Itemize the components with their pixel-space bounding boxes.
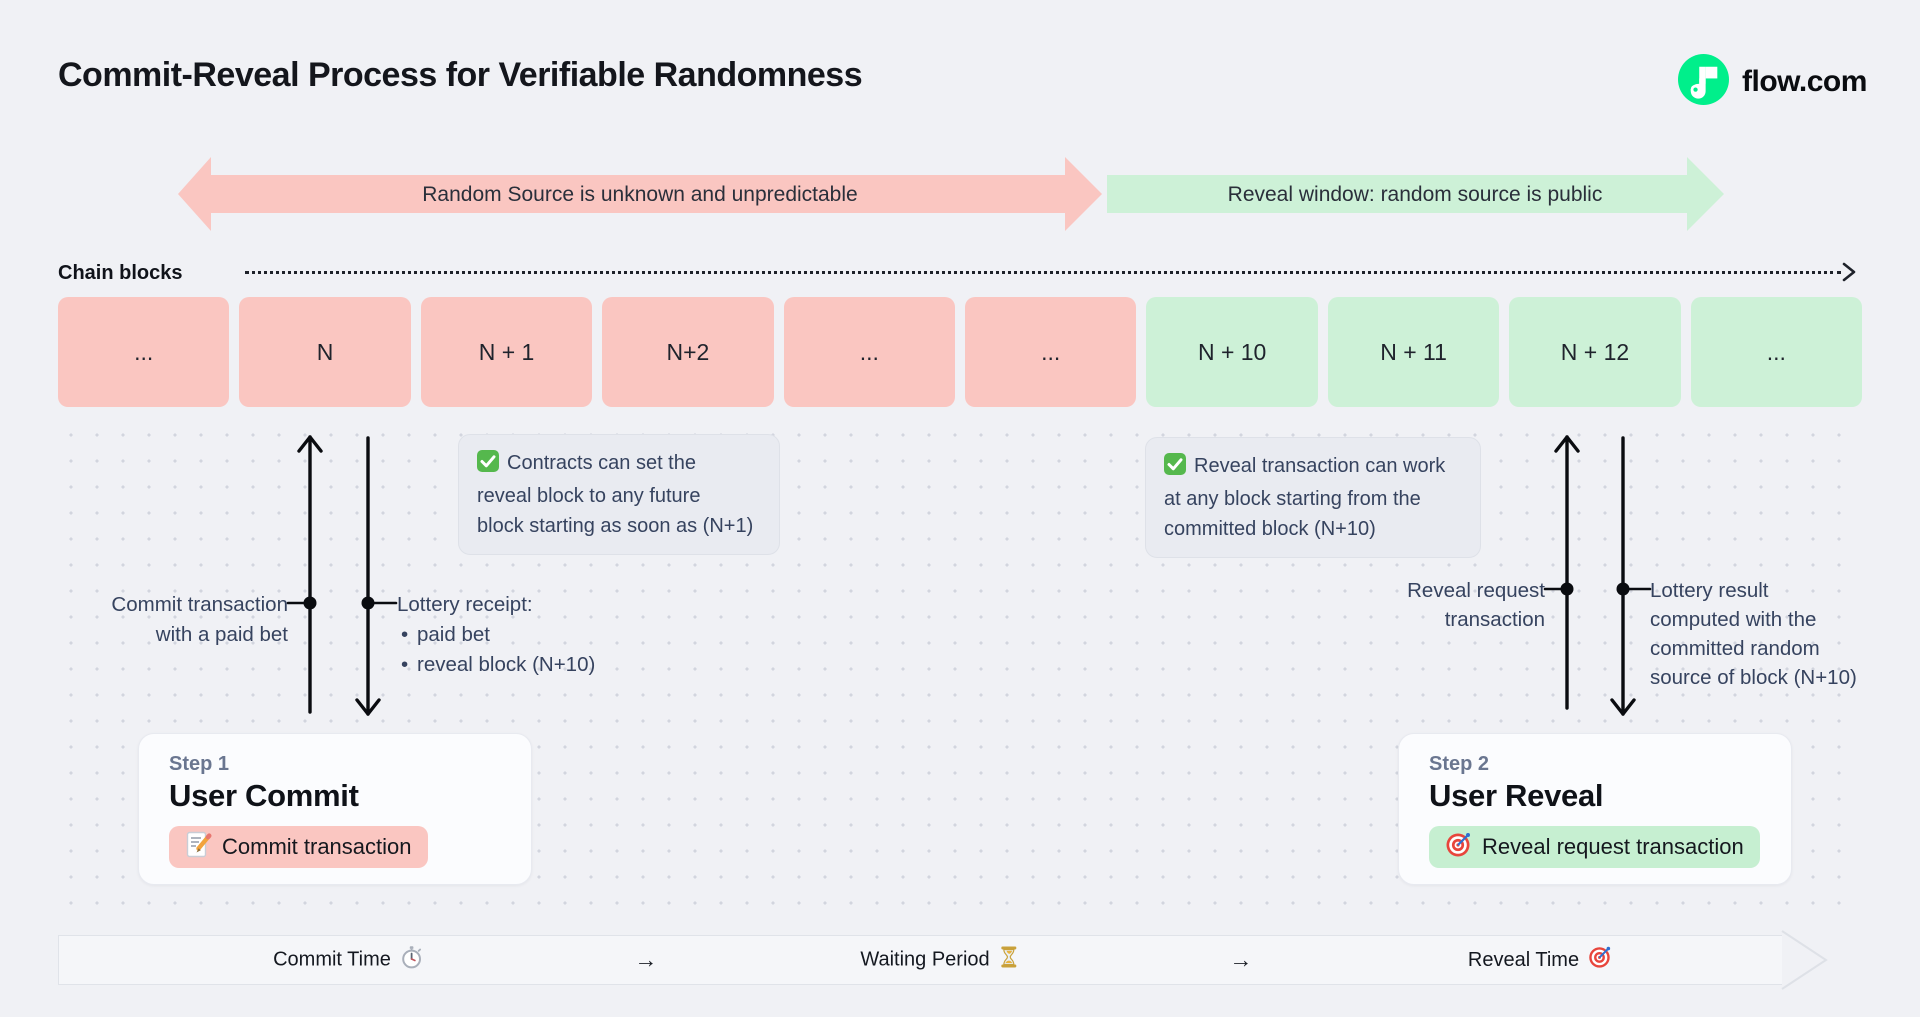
annotation-reveal-request: Reveal request transaction xyxy=(1407,576,1545,634)
block-label: N + 11 xyxy=(1380,338,1447,365)
arrow-right-icon: → xyxy=(634,946,658,973)
annotation-title: Lottery receipt: xyxy=(397,593,533,616)
bullet-item: reveal block (N+10) xyxy=(397,650,595,680)
block-label: N + 12 xyxy=(1560,338,1630,365)
check-icon xyxy=(1164,453,1186,484)
block-label: N + 10 xyxy=(1197,338,1267,365)
step-badge-label: Reveal request transaction xyxy=(1482,834,1744,859)
timeline-bar-chevron-icon xyxy=(1781,930,1828,990)
arrow-right-icon: → xyxy=(1229,946,1253,973)
step-badge-commit: Commit transaction xyxy=(169,826,428,868)
page-title: Commit-Reveal Process for Verifiable Ran… xyxy=(58,56,863,94)
block-label: ... xyxy=(1041,338,1061,365)
timeline-arrow: → xyxy=(635,947,658,974)
block-label: ... xyxy=(134,338,154,365)
step-card-commit: Step 1 User Commit Commit transaction xyxy=(138,733,532,885)
chain-block: N + 12 xyxy=(1509,297,1681,407)
annotation-commit-tx: Commit transaction with a paid bet xyxy=(111,590,288,650)
chain-blocks-label: Chain blocks xyxy=(58,262,183,284)
block-label: ... xyxy=(1766,338,1786,365)
timeline-item-waiting-period: Waiting Period xyxy=(860,946,1019,975)
chain-block: ... xyxy=(965,297,1137,407)
annotation-line: computed with the xyxy=(1650,608,1817,631)
hourglass-icon xyxy=(999,946,1020,975)
timeline-label: Commit Time xyxy=(273,948,391,971)
step-title: User Reveal xyxy=(1429,778,1604,813)
block-label: N xyxy=(316,338,334,365)
annotation-line: Lottery result xyxy=(1650,579,1769,602)
chain-block: N xyxy=(239,297,411,407)
phase-arrow-unknown xyxy=(178,157,1102,231)
flow-logo-icon xyxy=(1678,54,1729,110)
block-label: N + 1 xyxy=(478,338,535,365)
annotation-line: committed random xyxy=(1650,637,1820,660)
annotation-line: Reveal request xyxy=(1407,579,1545,602)
target-icon xyxy=(1588,945,1612,975)
note-line: committed block (N+10) xyxy=(1164,518,1376,540)
stopwatch-icon xyxy=(400,946,423,975)
step-eyebrow: Step 2 xyxy=(1429,753,1490,775)
block-label: ... xyxy=(859,338,879,365)
note-reveal-window: Reveal transaction can work at any block… xyxy=(1145,437,1481,558)
note-commit-window: Contracts can set the reveal block to an… xyxy=(458,434,780,555)
note-line: Contracts can set the xyxy=(507,452,696,474)
chain-block: N + 1 xyxy=(420,297,593,407)
note-line: reveal block to any future xyxy=(477,485,701,507)
chain-block: ... xyxy=(58,297,230,407)
annotation-line: Commit transaction xyxy=(111,593,288,616)
step-badge-label: Commit transaction xyxy=(222,834,412,859)
step-eyebrow: Step 1 xyxy=(169,753,230,775)
phase-label-unknown: Random Source is unknown and unpredictab… xyxy=(422,183,858,206)
brand-label: flow.com xyxy=(1742,65,1867,98)
timeline-label: Reveal Time xyxy=(1467,948,1580,971)
check-icon xyxy=(477,450,499,481)
step-title: User Commit xyxy=(169,778,359,813)
chain-dotted-line xyxy=(245,271,1841,274)
chain-block: ... xyxy=(783,297,956,407)
note-line: block starting as soon as (N+1) xyxy=(477,515,754,537)
step-card-reveal: Step 2 User Reveal Reveal request transa… xyxy=(1398,733,1792,885)
phase-arrow-reveal xyxy=(1107,157,1724,231)
annotation-line: source of block (N+10) xyxy=(1650,666,1857,689)
annotation-lottery-result: Lottery result computed with the committ… xyxy=(1650,576,1857,692)
chain-block: N+2 xyxy=(602,297,774,407)
chain-block-row: ... N N + 1 N+2 ... ... N + 10 N + 11 N … xyxy=(58,297,1863,407)
annotation-line: transaction xyxy=(1444,608,1545,631)
annotation-line: with a paid bet xyxy=(155,623,288,646)
chain-arrow-icon xyxy=(1842,262,1856,282)
phase-arrows xyxy=(178,157,1724,231)
timeline-arrow: → xyxy=(1230,947,1253,974)
timeline-label: Waiting Period xyxy=(860,948,990,971)
memo-icon xyxy=(185,831,212,864)
chain-block: N + 11 xyxy=(1327,297,1500,407)
target-icon xyxy=(1445,831,1472,864)
note-line: at any block starting from the xyxy=(1164,488,1421,510)
block-label: N+2 xyxy=(666,338,710,365)
timeline-bar: Commit Time → Waiting Period xyxy=(58,935,1782,985)
timeline-item-commit-time: Commit Time xyxy=(273,946,423,975)
note-line: Reveal transaction can work xyxy=(1194,455,1446,477)
chain-block: ... xyxy=(1690,297,1863,407)
chain-block: N + 10 xyxy=(1146,297,1318,407)
timeline-item-reveal-time: Reveal Time xyxy=(1468,945,1612,975)
bullet-item: paid bet xyxy=(397,620,595,650)
step-badge-reveal: Reveal request transaction xyxy=(1429,826,1760,868)
brand: flow.com xyxy=(1678,54,1867,110)
annotation-lottery-receipt: Lottery receipt: paid bet reveal block (… xyxy=(397,590,595,680)
phase-label-reveal: Reveal window: random source is public xyxy=(1227,183,1603,206)
